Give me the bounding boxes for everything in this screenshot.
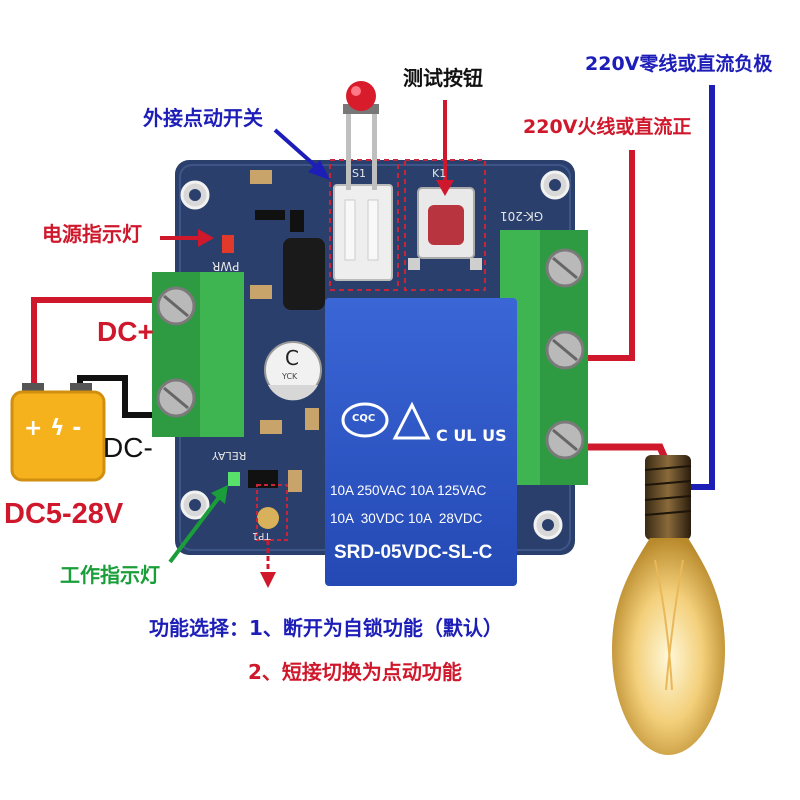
push-button-cap bbox=[343, 81, 379, 114]
label-function-select: 功能选择：1、断开为自锁功能（默认） bbox=[149, 616, 503, 640]
battery-symbol: + ϟ - bbox=[24, 416, 82, 441]
label-work-indicator: 工作指示灯 bbox=[60, 563, 160, 587]
label-neutral-dc-negative: 220V零线或直流负极 bbox=[585, 53, 773, 75]
label-dc-minus: DC- bbox=[103, 432, 153, 463]
silkscreen-pwr: PWR bbox=[212, 259, 240, 273]
label-dc-plus: DC+ bbox=[97, 316, 154, 347]
silkscreen-tp1: TP1 bbox=[252, 530, 271, 541]
wire-dc-minus bbox=[77, 375, 165, 418]
wire-neutral bbox=[675, 85, 715, 490]
wire-dc-plus bbox=[31, 297, 165, 390]
smd-components bbox=[248, 170, 319, 492]
capacitor-brand: YCK bbox=[282, 372, 298, 381]
battery bbox=[10, 383, 106, 482]
tp1-pads bbox=[256, 484, 288, 541]
capacitor-letter: C bbox=[285, 346, 299, 370]
silkscreen-s1: S1 bbox=[352, 167, 366, 180]
silkscreen-model: GK-201 bbox=[500, 209, 544, 223]
label-voltage-range: DC5-28V bbox=[4, 498, 124, 530]
relay-rating-1: 10A 250VAC 10A 125VAC bbox=[330, 483, 487, 498]
relay-model: SRD-05VDC-SL-C bbox=[334, 542, 493, 563]
relay-led bbox=[228, 472, 240, 486]
wire-live-top bbox=[570, 150, 635, 361]
arrow-work-indicator bbox=[168, 485, 228, 564]
label-power-indicator: 电源指示灯 bbox=[42, 222, 142, 246]
inductor bbox=[283, 238, 325, 310]
relay-body bbox=[325, 298, 517, 586]
dc-terminal-block bbox=[152, 272, 244, 437]
arrow-external-switch bbox=[273, 128, 330, 180]
label-test-button: 测试按钮 bbox=[403, 66, 483, 90]
silkscreen-k1: K1 bbox=[432, 167, 447, 180]
relay-cert: C UL US bbox=[436, 426, 507, 445]
relay-rating-2: 10A 30VDC 10A 28VDC bbox=[330, 511, 483, 526]
silkscreen-relay: RELAY bbox=[212, 449, 247, 462]
light-bulb bbox=[612, 455, 725, 755]
relay-brand: CQC bbox=[352, 413, 376, 424]
label-function-option-2: 2、短接切换为点动功能 bbox=[248, 660, 462, 684]
power-led bbox=[222, 235, 234, 253]
arrow-power-indicator bbox=[160, 229, 214, 247]
s1-connector bbox=[333, 184, 393, 281]
label-live-dc-positive: 220V火线或直流正 bbox=[523, 116, 692, 138]
label-external-switch: 外接点动开关 bbox=[143, 106, 263, 130]
arrow-function-select bbox=[260, 540, 276, 588]
cqc-logo bbox=[341, 401, 431, 440]
arrow-test-button bbox=[436, 100, 454, 196]
